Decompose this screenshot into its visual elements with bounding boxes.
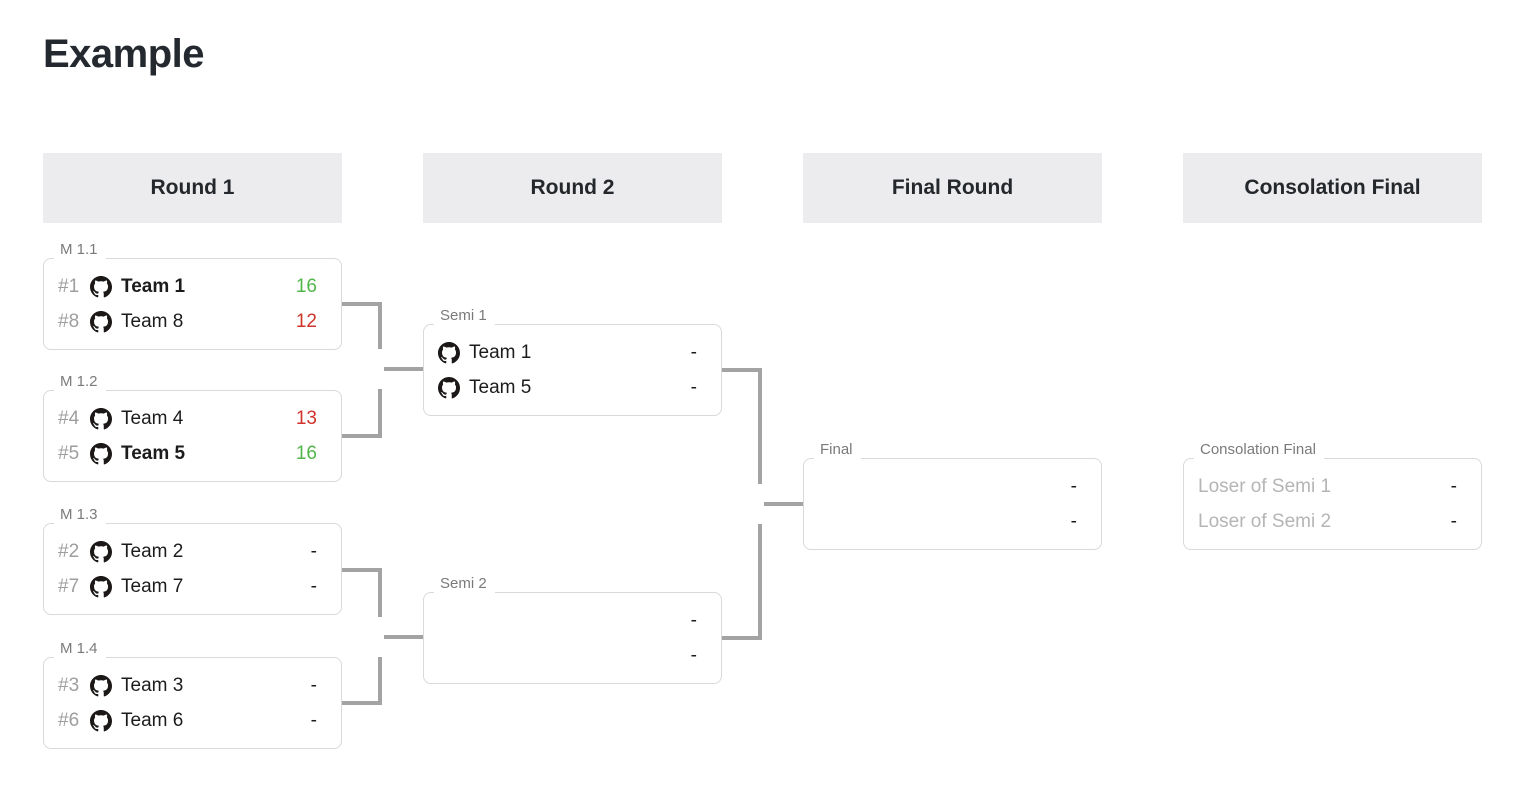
connector-line xyxy=(342,701,382,705)
participant-row: - xyxy=(438,638,697,673)
match-label: M 1.3 xyxy=(54,503,106,525)
seed-number: #6 xyxy=(58,709,80,731)
connector-line xyxy=(378,657,382,705)
connector-line xyxy=(378,302,382,349)
match-label: Final xyxy=(814,438,861,460)
participant-row: #6 Team 6 - xyxy=(58,703,317,738)
connector-line xyxy=(758,524,762,640)
seed-number: #7 xyxy=(58,575,80,597)
participant-row: - xyxy=(818,504,1077,539)
participant-row: #8 Team 8 12 xyxy=(58,304,317,339)
participant-row: #2 Team 2 - xyxy=(58,534,317,569)
github-icon xyxy=(90,276,112,298)
team-name: Team 7 xyxy=(121,575,184,597)
match-consolation-final[interactable]: Consolation Final Loser of Semi 1 - Lose… xyxy=(1183,438,1482,550)
participant-row: #5 Team 5 16 xyxy=(58,436,317,471)
score: - xyxy=(690,376,697,398)
score: - xyxy=(310,709,317,731)
score: - xyxy=(690,609,697,631)
score: - xyxy=(1070,475,1077,497)
team-name: Team 6 xyxy=(121,709,184,731)
connector-line xyxy=(342,302,382,306)
participant-row: #7 Team 7 - xyxy=(58,569,317,604)
github-icon xyxy=(90,408,112,430)
team-name-placeholder: Loser of Semi 1 xyxy=(1198,475,1332,497)
round-header-round-1: Round 1 xyxy=(43,153,342,223)
match-final[interactable]: Final - - xyxy=(803,438,1102,550)
seed-number: #1 xyxy=(58,275,80,297)
github-icon xyxy=(90,311,112,333)
score: - xyxy=(310,575,317,597)
connector-line xyxy=(342,568,382,572)
team-name-placeholder: Loser of Semi 2 xyxy=(1198,510,1332,532)
match-semi-2[interactable]: Semi 2 - - xyxy=(423,572,722,684)
connector-line xyxy=(342,434,382,438)
score: 16 xyxy=(295,442,317,464)
seed-number: #4 xyxy=(58,407,80,429)
github-icon xyxy=(90,541,112,563)
participant-row: Loser of Semi 1 - xyxy=(1198,469,1457,504)
connector-line xyxy=(384,635,423,639)
team-name: Team 1 xyxy=(469,341,532,363)
participant-row: - xyxy=(818,469,1077,504)
github-icon xyxy=(90,710,112,732)
seed-number: #3 xyxy=(58,674,80,696)
score: 12 xyxy=(295,310,317,332)
team-name: Team 5 xyxy=(121,442,186,464)
match-label: M 1.4 xyxy=(54,637,106,659)
github-icon xyxy=(438,377,460,399)
round-header-consolation-final: Consolation Final xyxy=(1183,153,1482,223)
github-icon xyxy=(438,342,460,364)
github-icon xyxy=(90,675,112,697)
score: - xyxy=(1450,475,1457,497)
connector-line xyxy=(378,389,382,438)
match-label: Semi 1 xyxy=(434,304,495,326)
round-header-round-2: Round 2 xyxy=(423,153,722,223)
seed-number: #8 xyxy=(58,310,80,332)
score: - xyxy=(690,341,697,363)
match-m1-4[interactable]: M 1.4 #3 Team 3 - #6 Team 6 - xyxy=(43,637,342,749)
team-name: Team 1 xyxy=(121,275,186,297)
team-name: Team 3 xyxy=(121,674,184,696)
connector-line xyxy=(758,368,762,484)
participant-row: Loser of Semi 2 - xyxy=(1198,504,1457,539)
match-m1-1[interactable]: M 1.1 #1 Team 1 16 #8 Team 8 12 xyxy=(43,238,342,350)
seed-number: #2 xyxy=(58,540,80,562)
match-m1-2[interactable]: M 1.2 #4 Team 4 13 #5 Team 5 16 xyxy=(43,370,342,482)
score: 13 xyxy=(295,407,317,429)
connector-line xyxy=(722,636,762,640)
match-label: Semi 2 xyxy=(434,572,495,594)
match-label: M 1.2 xyxy=(54,370,106,392)
team-name: Team 2 xyxy=(121,540,184,562)
team-name: Team 8 xyxy=(121,310,184,332)
connector-line xyxy=(378,568,382,617)
connector-line xyxy=(722,368,762,372)
participant-row: #1 Team 1 16 xyxy=(58,269,317,304)
match-m1-3[interactable]: M 1.3 #2 Team 2 - #7 Team 7 - xyxy=(43,503,342,615)
page-title: Example xyxy=(43,32,205,76)
participant-row: #3 Team 3 - xyxy=(58,668,317,703)
score: - xyxy=(690,644,697,666)
score: - xyxy=(310,674,317,696)
participant-row: Team 1 - xyxy=(438,335,697,370)
seed-number: #5 xyxy=(58,442,80,464)
team-name: Team 4 xyxy=(121,407,184,429)
round-header-final-round: Final Round xyxy=(803,153,1102,223)
match-label: Consolation Final xyxy=(1194,438,1324,460)
score: - xyxy=(310,540,317,562)
github-icon xyxy=(90,576,112,598)
connector-line xyxy=(764,502,803,506)
score: 16 xyxy=(295,275,317,297)
match-semi-1[interactable]: Semi 1 Team 1 - Team 5 - xyxy=(423,304,722,416)
team-name: Team 5 xyxy=(469,376,532,398)
match-label: M 1.1 xyxy=(54,238,106,260)
score: - xyxy=(1450,510,1457,532)
github-icon xyxy=(90,443,112,465)
participant-row: Team 5 - xyxy=(438,370,697,405)
participant-row: - xyxy=(438,603,697,638)
score: - xyxy=(1070,510,1077,532)
participant-row: #4 Team 4 13 xyxy=(58,401,317,436)
connector-line xyxy=(384,367,423,371)
